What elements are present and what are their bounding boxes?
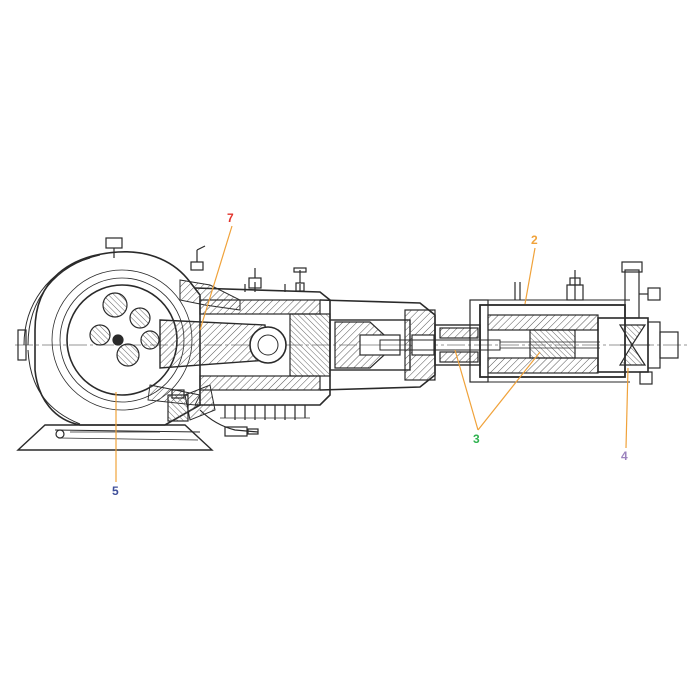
leader-4	[625, 367, 629, 449]
leader-3b	[477, 351, 541, 431]
crankcase-housing	[16, 237, 214, 451]
callout-label-7: 7	[227, 211, 234, 225]
leader-2	[524, 247, 536, 305]
callout-label-3: 3	[473, 432, 480, 446]
callout-label-2: 2	[531, 233, 538, 247]
crosshead-frame	[194, 282, 331, 420]
top-fittings	[190, 245, 307, 292]
leader-7	[199, 225, 233, 331]
callout-label-4: 4	[621, 449, 628, 463]
crosshead	[329, 319, 411, 371]
callout-label-5: 5	[112, 484, 119, 498]
drain-fitting	[54, 389, 259, 441]
connecting-rod	[159, 319, 287, 369]
leader-3a	[454, 349, 479, 431]
valve-head	[597, 261, 679, 385]
callout-leaders	[115, 225, 629, 482]
fluid-cylinder-body	[469, 270, 630, 383]
